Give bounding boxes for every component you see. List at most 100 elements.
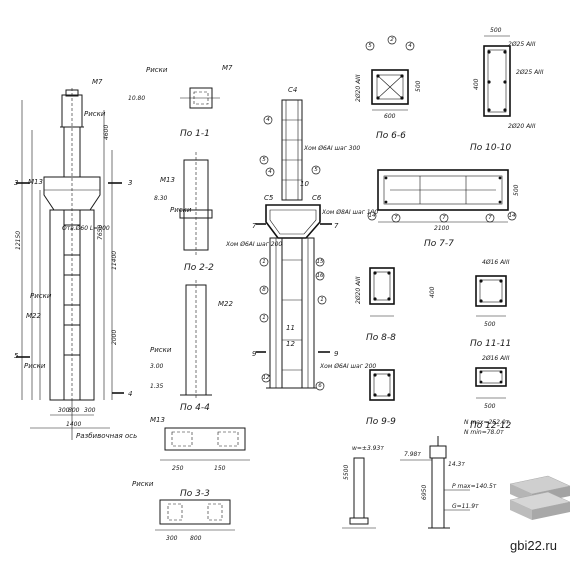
section-12-12-title: По 12-12 [470,421,512,431]
section-1-1: Риски М7 По 1-1 [146,64,233,139]
s33-dim-300: 300 [166,535,178,542]
svg-text:5: 5 [314,167,318,173]
load-h: 7.98т [404,451,421,458]
mark-9: 9 [252,350,257,358]
section-4-4-title: По 4-4 [180,403,210,413]
section-1-1-title: По 1-1 [180,129,210,139]
mark-m13: М13 [28,178,43,186]
s22-level: 8.30 [154,195,168,202]
load-d2: 6950 [421,485,428,500]
svg-text:4: 4 [408,43,412,49]
section-10-10-title: По 10-10 [470,143,512,153]
svg-text:6: 6 [318,383,322,389]
s1212-width: 500 [484,403,496,410]
s66-height: 500 [415,80,422,92]
svg-text:15: 15 [317,259,324,265]
dim-7650: 7650 [97,225,104,240]
svg-text:7: 7 [442,215,446,221]
dim-2000: 2000 [111,330,118,345]
load-nmin: N min=78.0т [464,429,504,436]
svg-text:1: 1 [262,315,266,321]
s44-mark-m22: М22 [218,300,233,308]
column-elevation [16,88,124,440]
svg-text:2: 2 [390,37,394,43]
svg-text:5: 5 [368,43,372,49]
section-11-11: 4Ø16 АIII 500 По 11-11 [470,259,511,349]
section-9-9: По 9-9 [366,369,396,427]
mark-11: 11 [286,324,295,332]
section-10-10: 500 2Ø25 АIII 2Ø25 АIII 2Ø20 АIII 400 По… [470,27,544,153]
section-8-8-title: По 8-8 [366,333,396,343]
s1212-rebar: 2Ø16 АIII [482,355,510,362]
dim-800: 800 [68,407,80,414]
mark-c5: С5 [264,194,274,202]
riski-top: Риски [84,110,106,118]
mark-10: 10 [300,180,309,188]
s77-height: 500 [513,184,520,196]
section-4-4-elevation: М22 Риски 3.00 1.35 По 4-4 [150,280,233,413]
svg-text:14: 14 [369,213,376,219]
section-9-9-title: По 9-9 [366,417,396,427]
s1010-width: 500 [490,27,502,34]
svg-text:8: 8 [262,287,266,293]
svg-text:1: 1 [262,259,266,265]
s77-width: 2100 [434,225,449,232]
section-3-3: Риски По 3-3 300 800 [132,480,235,542]
riski-bottom: Риски [24,362,46,370]
section-2-2-title: По 2-2 [184,263,214,273]
section-7-7-title: По 7-7 [424,239,454,249]
dim-1400: 1400 [66,421,81,428]
s88-rebar: 2Ø20 АIII [355,276,362,304]
s66-width: 600 [384,113,396,120]
dim-11400: 11400 [111,251,118,270]
section-7-7: 2100 500 По 7-7 14 7 7 7 14 [367,169,520,249]
mark-m7-top: М7 [92,78,103,86]
mark-12: 12 [286,340,295,348]
mark-9-right: 9 [334,350,339,358]
s11-mark: М7 [222,64,233,72]
s1111-width: 500 [484,321,496,328]
razbivochnaya-os: Разбивочная ось [76,432,137,440]
s88-height: 400 [429,286,436,298]
s33-riski: Риски [132,480,154,488]
section-2-2: М13 Риски 8.30 По 2-2 [154,152,214,273]
load-d1: 5500 [343,465,350,480]
load-nmax: N max=252.0т [464,419,510,426]
section-6-6-title: По 6-6 [376,131,406,141]
s44p-mark: М13 [150,416,165,424]
s1010-rebar-top: 2Ø25 АIII [508,41,536,48]
gbi22-logo [509,475,571,520]
load-pmax: P max=140.5т [452,483,497,490]
note-otv: Отв.Ø60 L=800 [62,225,110,232]
mark-m22: М22 [26,312,41,320]
section-6-6: 600 500 2Ø20 АIII По 6-6 5 2 4 [355,35,422,141]
hom-2: Хом Ø8АI шаг 100 [321,209,378,216]
svg-text:16: 16 [317,273,324,279]
rebar-cage [256,99,332,389]
section-12-12: 2Ø16 АIII 500 По 12-12 [470,355,512,431]
hom-1: Хом Ø6АI шаг 300 [303,145,360,152]
s66-rebar: 2Ø20 АIII [355,74,362,102]
axis-3-right: 3 [128,179,132,187]
s44p-dim-250: 250 [172,465,184,472]
s1010-rebar-mid: 2Ø25 АIII [516,69,544,76]
svg-text:1: 1 [320,297,324,303]
svg-text:7: 7 [488,215,492,221]
hom-3: Хом Ø6АI шаг 200 [225,241,282,248]
riski-mid: Риски [30,292,52,300]
svg-text:4: 4 [268,169,272,175]
dim-300-left: 300 [58,407,70,414]
mark-7: 7 [334,222,339,230]
section-4-4-plan: М13 250 150 [150,416,250,472]
svg-text:12: 12 [263,375,270,381]
s11-riski: Риски [146,66,168,74]
axis-5: 5 [14,352,19,360]
section-3-3-title: По 3-3 [180,489,210,499]
rebar-callouts: 4 5 4 5 1 8 1 15 16 1 12 6 [259,115,327,391]
s1010-h: 400 [473,78,480,90]
section-8-8: 2Ø20 АIII 400 По 8-8 [355,267,436,343]
svg-text:4: 4 [266,117,270,123]
s1111-rebar: 4Ø16 АIII [482,259,510,266]
mark-c6: С6 [312,194,322,202]
